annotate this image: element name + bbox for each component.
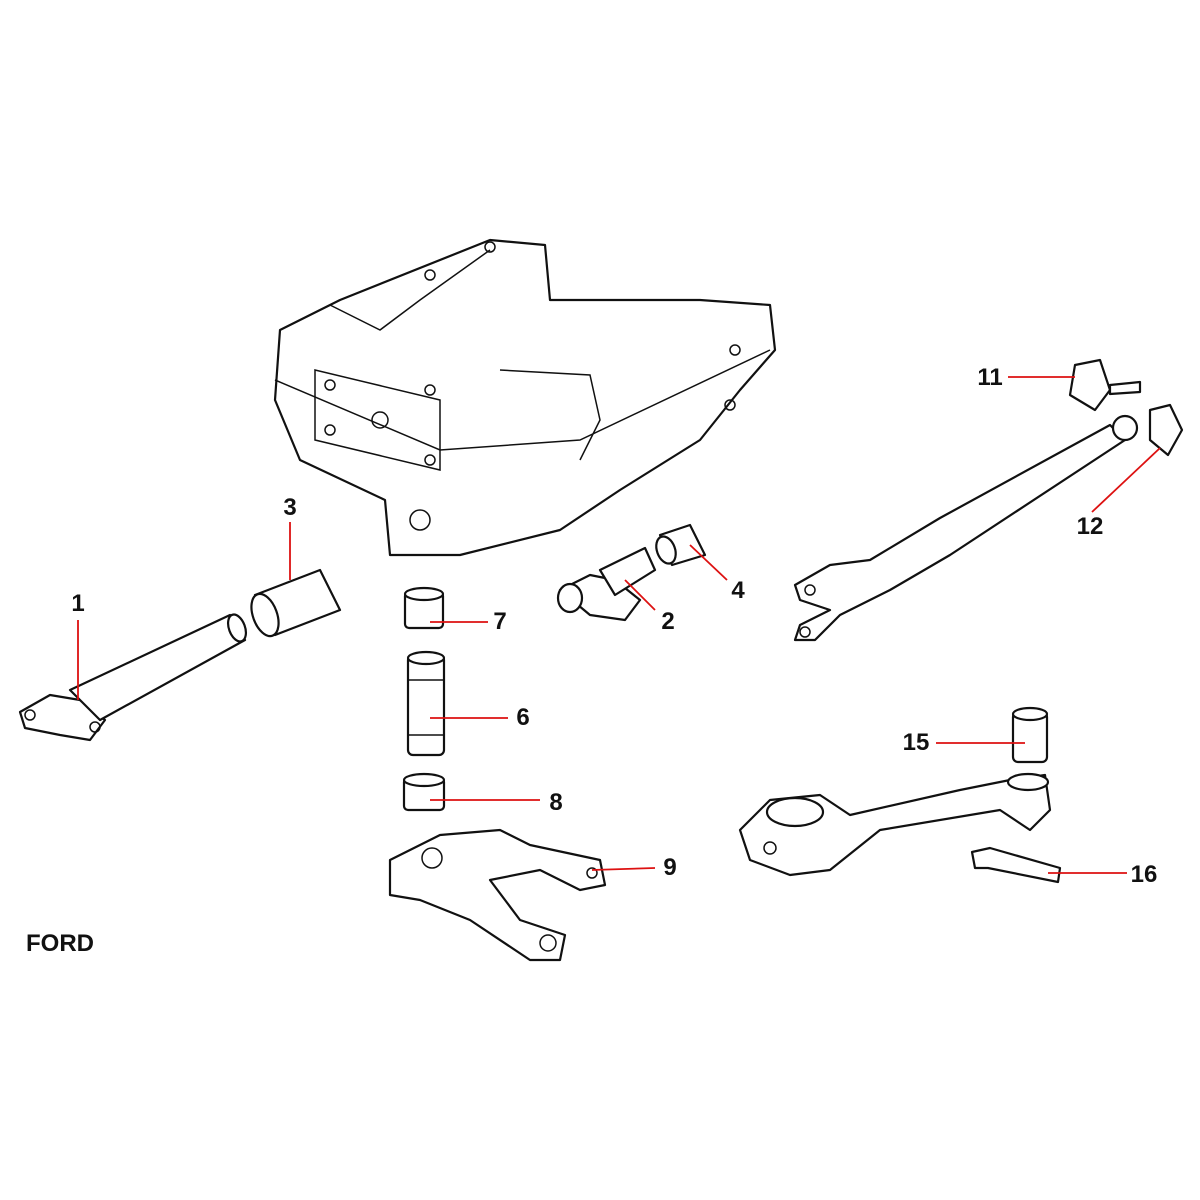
callout-9: 9 <box>663 854 677 881</box>
callout-2: 2 <box>661 608 675 635</box>
lift-housing <box>273 238 777 557</box>
callout-1: 1 <box>71 590 85 617</box>
callout-7: 7 <box>493 608 507 635</box>
lift-rod <box>793 414 1139 642</box>
part-6-pin <box>406 650 446 757</box>
brand-label: FORD <box>26 930 94 957</box>
callout-12: 12 <box>1076 513 1104 540</box>
part-2-pin <box>556 546 657 622</box>
part-15-bushing <box>1011 706 1049 764</box>
callout-16: 16 <box>1130 861 1158 888</box>
part-12-cap <box>1148 403 1184 457</box>
callout-6: 6 <box>516 704 530 731</box>
callout-3: 3 <box>283 494 297 521</box>
part-8-bushing <box>402 772 446 812</box>
callout-4: 4 <box>731 577 745 604</box>
leader-lines <box>77 376 1161 874</box>
part-11-socket <box>1068 358 1142 412</box>
callout-15: 15 <box>902 729 930 756</box>
callout-11: 11 <box>977 364 1003 391</box>
callout-8: 8 <box>549 789 563 816</box>
part-3-bushing <box>250 568 342 638</box>
part-16-bolt <box>970 846 1062 884</box>
part-9-lift-arm <box>388 828 607 962</box>
part-1-cross-shaft <box>18 613 248 742</box>
part-4-bushing <box>655 523 707 567</box>
crank-arm <box>738 772 1052 877</box>
part-7-bushing <box>403 586 445 630</box>
